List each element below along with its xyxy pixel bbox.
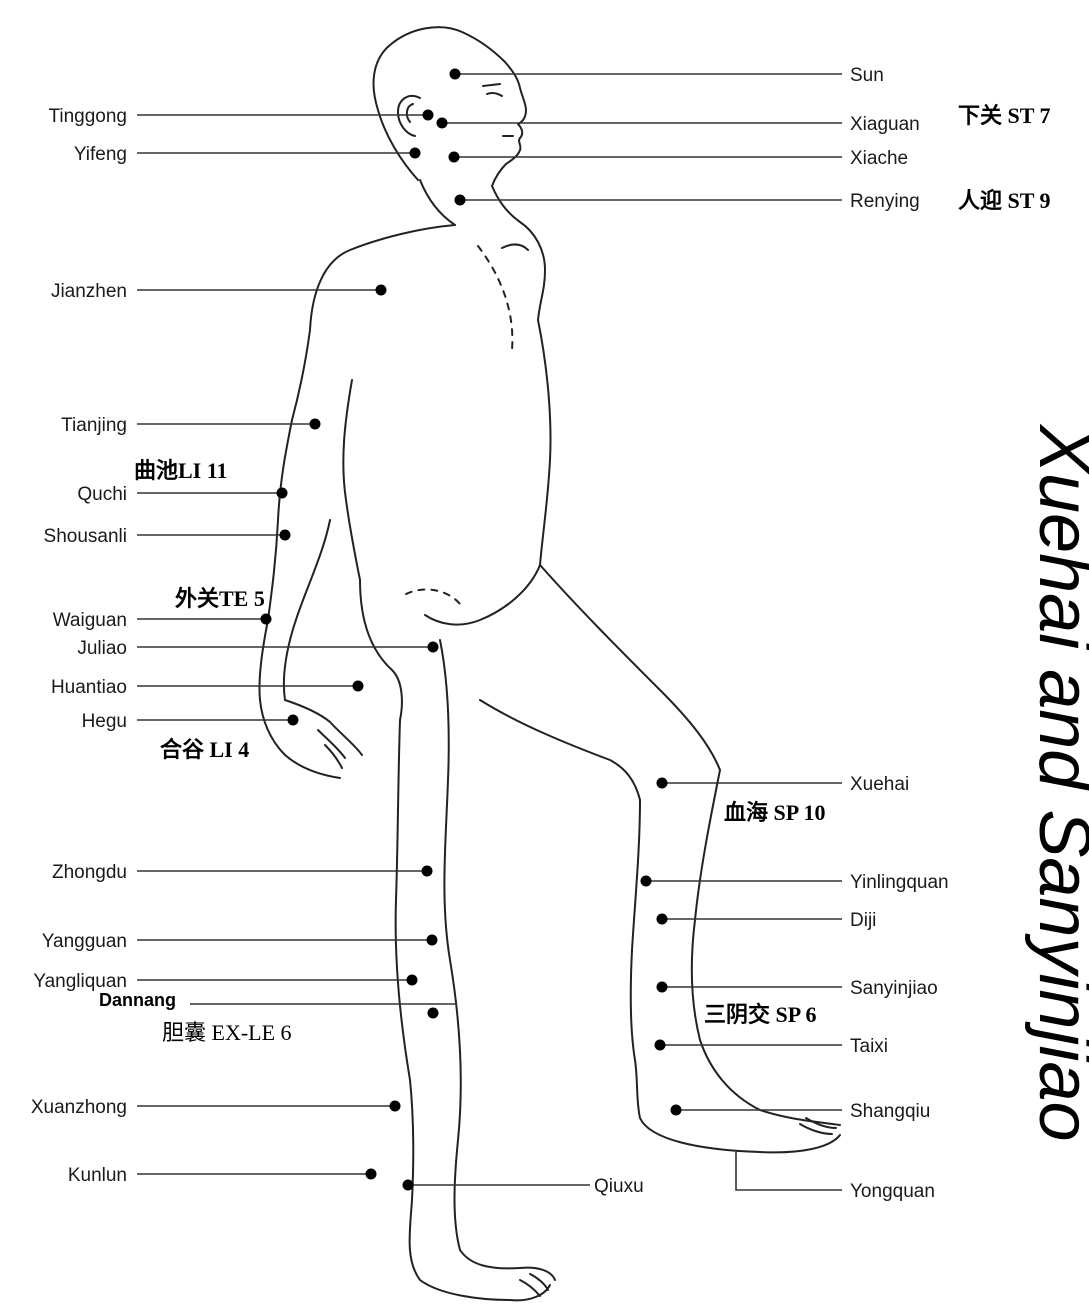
- point-diji: [657, 914, 668, 925]
- label-yifeng: Yifeng: [74, 144, 127, 165]
- annotation-sanyinjiao: 三阴交 SP 6: [704, 1002, 816, 1027]
- point-yangguan: [427, 935, 438, 946]
- point-taixi: [655, 1040, 666, 1051]
- label-shangqiu: Shangqiu: [850, 1101, 930, 1122]
- point-waiguan: [261, 614, 272, 625]
- point-zhongdu: [422, 866, 433, 877]
- label-tinggong: Tinggong: [48, 106, 127, 127]
- label-huantiao: Huantiao: [51, 677, 127, 698]
- point-renying: [455, 195, 466, 206]
- label-juliao: Juliao: [77, 638, 127, 659]
- label-xuehai: Xuehai: [850, 774, 909, 795]
- leader-lines-left: [137, 115, 457, 1174]
- labels-right: Sun Xiaguan Xiache Renying Xuehai Yinlin…: [594, 65, 949, 1202]
- label-waiguan: Waiguan: [53, 610, 127, 631]
- label-yongquan: Yongquan: [850, 1181, 935, 1202]
- point-jianzhen: [376, 285, 387, 296]
- annotation-dannang: 胆囊 EX-LE 6: [162, 1020, 292, 1045]
- point-tinggong: [423, 110, 434, 121]
- code-annotations: 下关 ST 7 人迎 ST 9 曲池LI 11 外关TE 5 合谷 LI 4 血…: [134, 103, 1051, 1045]
- label-jianzhen: Jianzhen: [51, 281, 127, 302]
- label-quchi: Quchi: [77, 484, 127, 505]
- label-kunlun: Kunlun: [68, 1165, 127, 1186]
- point-kunlun: [366, 1169, 377, 1180]
- point-xuehai: [657, 778, 668, 789]
- point-yangliquan: [407, 975, 418, 986]
- annotation-xiaguan: 下关 ST 7: [958, 103, 1051, 128]
- point-yifeng: [410, 148, 421, 159]
- label-renying: Renying: [850, 191, 920, 212]
- point-yinlingquan: [641, 876, 652, 887]
- annotation-hegu: 合谷 LI 4: [160, 737, 249, 762]
- point-shousanli: [280, 530, 291, 541]
- label-xiache: Xiache: [850, 148, 908, 169]
- point-xiaguan: [437, 118, 448, 129]
- label-yinlingquan: Yinlingquan: [850, 872, 949, 893]
- label-taixi: Taixi: [850, 1036, 888, 1057]
- label-qiuxu: Qiuxu: [594, 1176, 644, 1197]
- label-xiaguan: Xiaguan: [850, 114, 920, 135]
- side-title: Xuehai and Sanyinjiao: [1024, 423, 1089, 1142]
- point-juliao: [428, 642, 439, 653]
- point-hegu: [288, 715, 299, 726]
- annotation-waiguan: 外关TE 5: [175, 586, 265, 611]
- label-shousanli: Shousanli: [44, 526, 127, 547]
- label-yangliquan: Yangliquan: [33, 971, 127, 992]
- point-tianjing: [310, 419, 321, 430]
- point-qiuxu: [403, 1180, 414, 1191]
- label-hegu: Hegu: [82, 711, 127, 732]
- label-diji: Diji: [850, 910, 876, 931]
- point-huantiao: [353, 681, 364, 692]
- point-shangqiu: [671, 1105, 682, 1116]
- label-sun: Sun: [850, 65, 884, 86]
- acupoint-dots: [261, 69, 682, 1191]
- point-dannang: [428, 1008, 439, 1019]
- point-sun: [450, 69, 461, 80]
- label-sanyinjiao: Sanyinjiao: [850, 978, 938, 999]
- point-sanyinjiao: [657, 982, 668, 993]
- label-tianjing: Tianjing: [61, 415, 127, 436]
- labels-left: Tinggong Yifeng Jianzhen Tianjing Quchi …: [31, 106, 176, 1186]
- label-zhongdu: Zhongdu: [52, 862, 127, 883]
- annotation-quchi: 曲池LI 11: [134, 458, 228, 483]
- point-xuanzhong: [390, 1101, 401, 1112]
- label-xuanzhong: Xuanzhong: [31, 1097, 127, 1118]
- label-yangguan: Yangguan: [42, 931, 127, 952]
- point-xiache: [449, 152, 460, 163]
- label-dannang: Dannang: [99, 990, 176, 1010]
- point-quchi: [277, 488, 288, 499]
- annotation-renying: 人迎 ST 9: [958, 188, 1051, 213]
- annotation-xuehai: 血海 SP 10: [724, 800, 825, 825]
